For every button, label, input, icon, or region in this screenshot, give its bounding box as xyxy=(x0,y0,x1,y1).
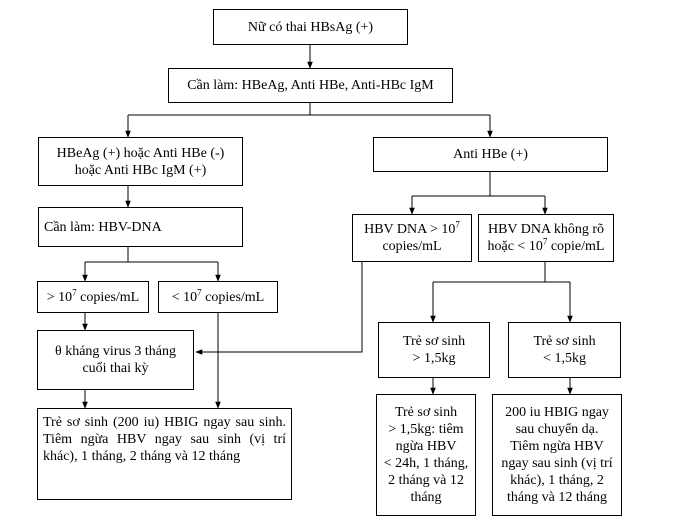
newborn-gt-node: Trẻ sơ sinh > 1,5kg xyxy=(378,322,490,378)
arrow-hbv-dna-gt-to-antiviral xyxy=(195,262,363,355)
hbeag-positive-line2: hoặc Anti HBc IgM (+) xyxy=(74,162,207,178)
anti-hbe-positive-node: Anti HBe (+) xyxy=(373,137,608,172)
lt-treatment-line: 200 iu HBIG ngay xyxy=(505,405,609,420)
hbv-dna-gt-line2: copies/mL xyxy=(382,239,442,254)
dna-high-label: > 107 copies/mL xyxy=(46,286,140,306)
gt-treatment-line: < 24h, 1 tháng, xyxy=(383,456,469,471)
hbv-dna-unclear-prefix: hoặc < 10 xyxy=(487,239,543,254)
newborn-treatment-node: Trẻ sơ sinh (200 iu) HBIG ngay sau sinh.… xyxy=(37,408,292,500)
hbeag-positive-line1: HBeAg (+) hoặc Anti HBe (-) xyxy=(56,145,225,161)
dna-high-node: > 107 copies/mL xyxy=(37,281,149,313)
lt-treatment-line: ngay sau sinh (vị trí xyxy=(501,456,613,471)
newborn-lt-treatment-node: 200 iu HBIG ngay sau chuyển dạ. Tiêm ngừ… xyxy=(492,394,622,516)
hbv-dna-unclear-suffix: copie/mL xyxy=(547,239,605,254)
hbv-dna-gt-exponent: 7 xyxy=(455,219,460,230)
newborn-gt-line2: > 1,5kg xyxy=(412,351,456,366)
hbv-dna-gt-line1: HBV DNA > 107 xyxy=(364,219,460,238)
hbv-dna-unclear-line2: hoặc < 107 copie/mL xyxy=(487,236,605,255)
dna-low-suffix: copies/mL xyxy=(201,289,265,305)
dna-low-node: < 107 copies/mL xyxy=(158,281,278,313)
dna-low-exponent: 7 xyxy=(197,286,202,297)
newborn-lt-line2: < 1,5kg xyxy=(543,351,586,366)
gt-treatment-line: 2 tháng và 12 xyxy=(388,473,464,488)
newborn-gt-treatment-node: Trẻ sơ sinh > 1,5kg: tiêm ngừa HBV < 24h… xyxy=(376,394,476,516)
anti-hbe-positive-label: Anti HBe (+) xyxy=(453,147,528,162)
lt-treatment-line: tháng và 12 tháng xyxy=(507,490,607,505)
pregnant-hbsag-label: Nữ có thai HBsAg (+) xyxy=(247,19,374,35)
hbeag-positive-node: HBeAg (+) hoặc Anti HBe (-) hoặc Anti HB… xyxy=(38,137,243,186)
gt-treatment-line: ngừa HBV xyxy=(395,439,457,454)
antiviral-line2: cuối thai kỳ xyxy=(82,361,149,376)
dna-low-prefix: < 10 xyxy=(171,289,198,305)
newborn-lt-node: Trẻ sơ sinh < 1,5kg xyxy=(508,322,621,378)
dna-high-exponent: 7 xyxy=(72,286,77,297)
antiviral-node: θ kháng virus 3 tháng cuối thai kỳ xyxy=(37,330,194,390)
newborn-treatment-text: Trẻ sơ sinh (200 iu) HBIG ngay sau sinh.… xyxy=(43,415,286,464)
newborn-gt-line1: Trẻ sơ sinh xyxy=(402,334,466,349)
hbv-dna-unclear-exponent: 7 xyxy=(542,236,548,247)
dna-high-prefix: > 10 xyxy=(46,289,73,305)
gt-treatment-line: tháng xyxy=(410,490,442,505)
lt-treatment-line: Tiêm ngừa HBV xyxy=(510,439,604,454)
dna-high-suffix: copies/mL xyxy=(76,289,140,305)
hbv-dna-test-node: Cần làm: HBV-DNA xyxy=(38,207,243,247)
gt-treatment-line: > 1,5kg: tiêm xyxy=(388,422,464,437)
pregnant-hbsag-node: Nữ có thai HBsAg (+) xyxy=(213,9,408,45)
dna-low-label: < 107 copies/mL xyxy=(171,286,265,306)
hbv-dna-unclear-node: HBV DNA không rõ hoặc < 107 copie/mL xyxy=(478,214,614,262)
lt-treatment-line: khác), 1 tháng, 2 xyxy=(510,473,604,488)
hbv-dna-gt-node: HBV DNA > 107 copies/mL xyxy=(352,214,472,262)
hbv-dna-test-label: Cần làm: HBV-DNA xyxy=(44,219,162,235)
antiviral-line1: θ kháng virus 3 tháng xyxy=(54,344,177,359)
tests-label: Cần làm: HBeAg, Anti HBe, Anti-HBc IgM xyxy=(187,78,434,93)
newborn-lt-line1: Trẻ sơ sinh xyxy=(533,334,596,349)
lt-treatment-line: sau chuyển dạ. xyxy=(515,422,599,437)
hbv-dna-gt-prefix: HBV DNA > 10 xyxy=(364,222,456,237)
tests-node: Cần làm: HBeAg, Anti HBe, Anti-HBc IgM xyxy=(168,68,453,103)
gt-treatment-line: Trẻ sơ sinh xyxy=(394,405,458,420)
hbv-dna-unclear-line1: HBV DNA không rõ xyxy=(487,222,605,237)
